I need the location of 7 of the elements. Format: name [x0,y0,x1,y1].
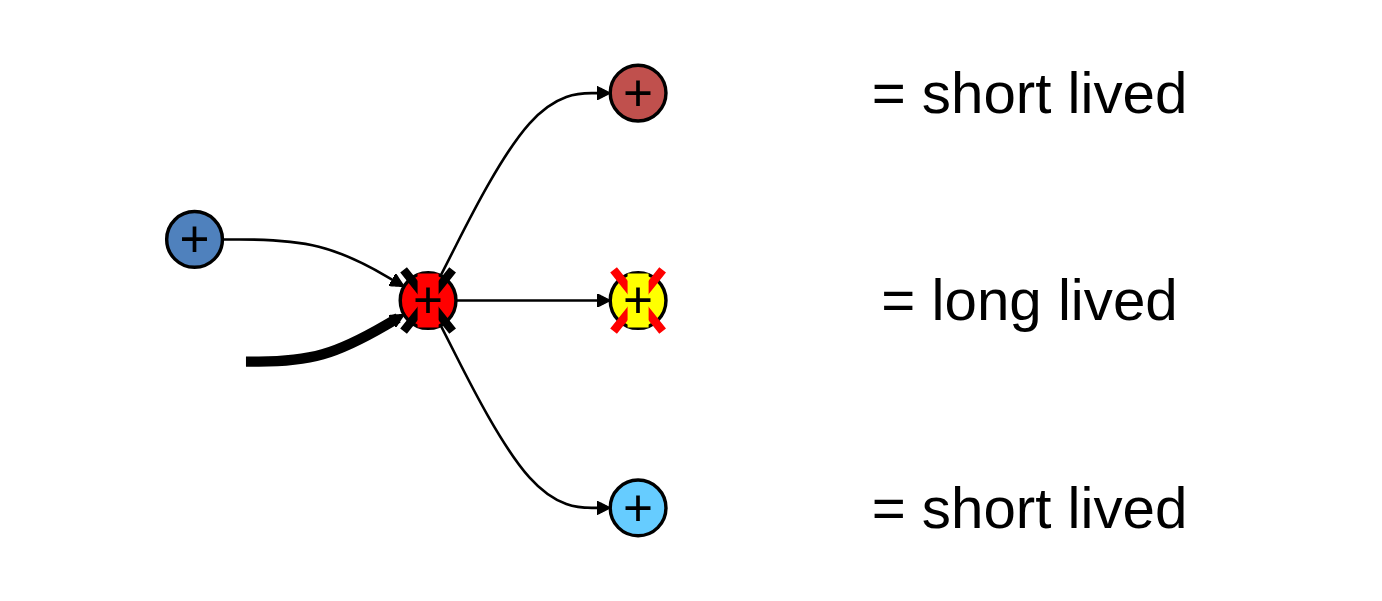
node-label: = short lived [871,59,1188,125]
node-label: = short lived [871,474,1188,540]
node-label: = long lived [881,267,1178,333]
node-circle: + [608,478,668,538]
node-circle: + [164,209,225,270]
node-circle: + [608,63,668,123]
arrow [245,313,405,367]
